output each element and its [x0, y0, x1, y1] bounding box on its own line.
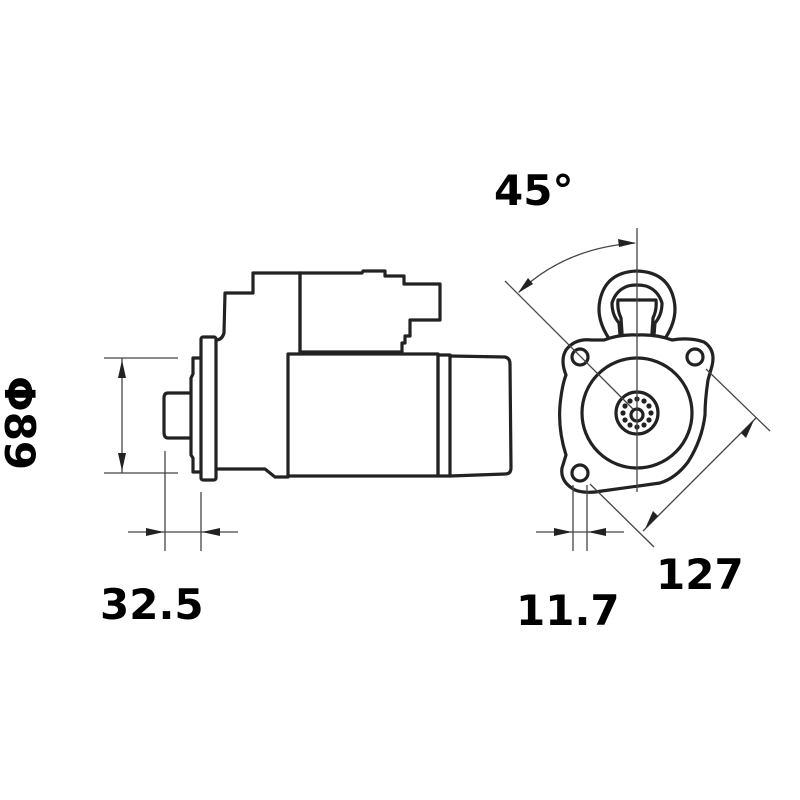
front-view [504, 228, 771, 551]
dim-325-arrow-left [146, 528, 164, 536]
end-cap [448, 354, 513, 478]
dim-117-arrow-left [554, 528, 572, 536]
mounting-flange [199, 335, 218, 482]
mounting-hole-bottom-left [570, 463, 590, 483]
motor-band [436, 353, 452, 478]
dim-325-label: 32.5 [100, 580, 204, 629]
motor-body [286, 352, 440, 478]
pinion-shaft [162, 391, 192, 440]
solenoid [298, 269, 442, 354]
drive-housing [214, 271, 302, 354]
front-flange [558, 333, 715, 494]
angle-45-arc [518, 242, 636, 293]
dim-325-arrow-right [202, 528, 220, 536]
dim-127-line [642, 417, 757, 532]
dim-117-arrow-right [588, 528, 606, 536]
dim-127-top-extension [705, 368, 771, 432]
side-view [104, 269, 513, 551]
dim-127-label: 127 [656, 550, 744, 599]
angle-45-arrow-right [618, 239, 636, 247]
dim-127-bottom-extension [589, 483, 655, 548]
mounting-hole-top-right [685, 347, 705, 367]
angle-45-reference-line [504, 280, 634, 410]
drive-end-ring [189, 356, 203, 474]
dim-89-arrow-bottom [118, 453, 126, 471]
dim-127-arrow-bottom [645, 511, 658, 529]
dim-117-label: 11.7 [516, 586, 620, 635]
angle-45-arrow-left [518, 278, 533, 293]
drive-housing-bottom [214, 467, 290, 479]
dim-127-arrow-top [741, 420, 754, 438]
diameter-89-label: Φ89 [0, 376, 44, 471]
dim-89-arrow-top [118, 360, 126, 378]
angle-45-label: 45° [494, 166, 574, 215]
mounting-hole-top-left [570, 347, 590, 367]
